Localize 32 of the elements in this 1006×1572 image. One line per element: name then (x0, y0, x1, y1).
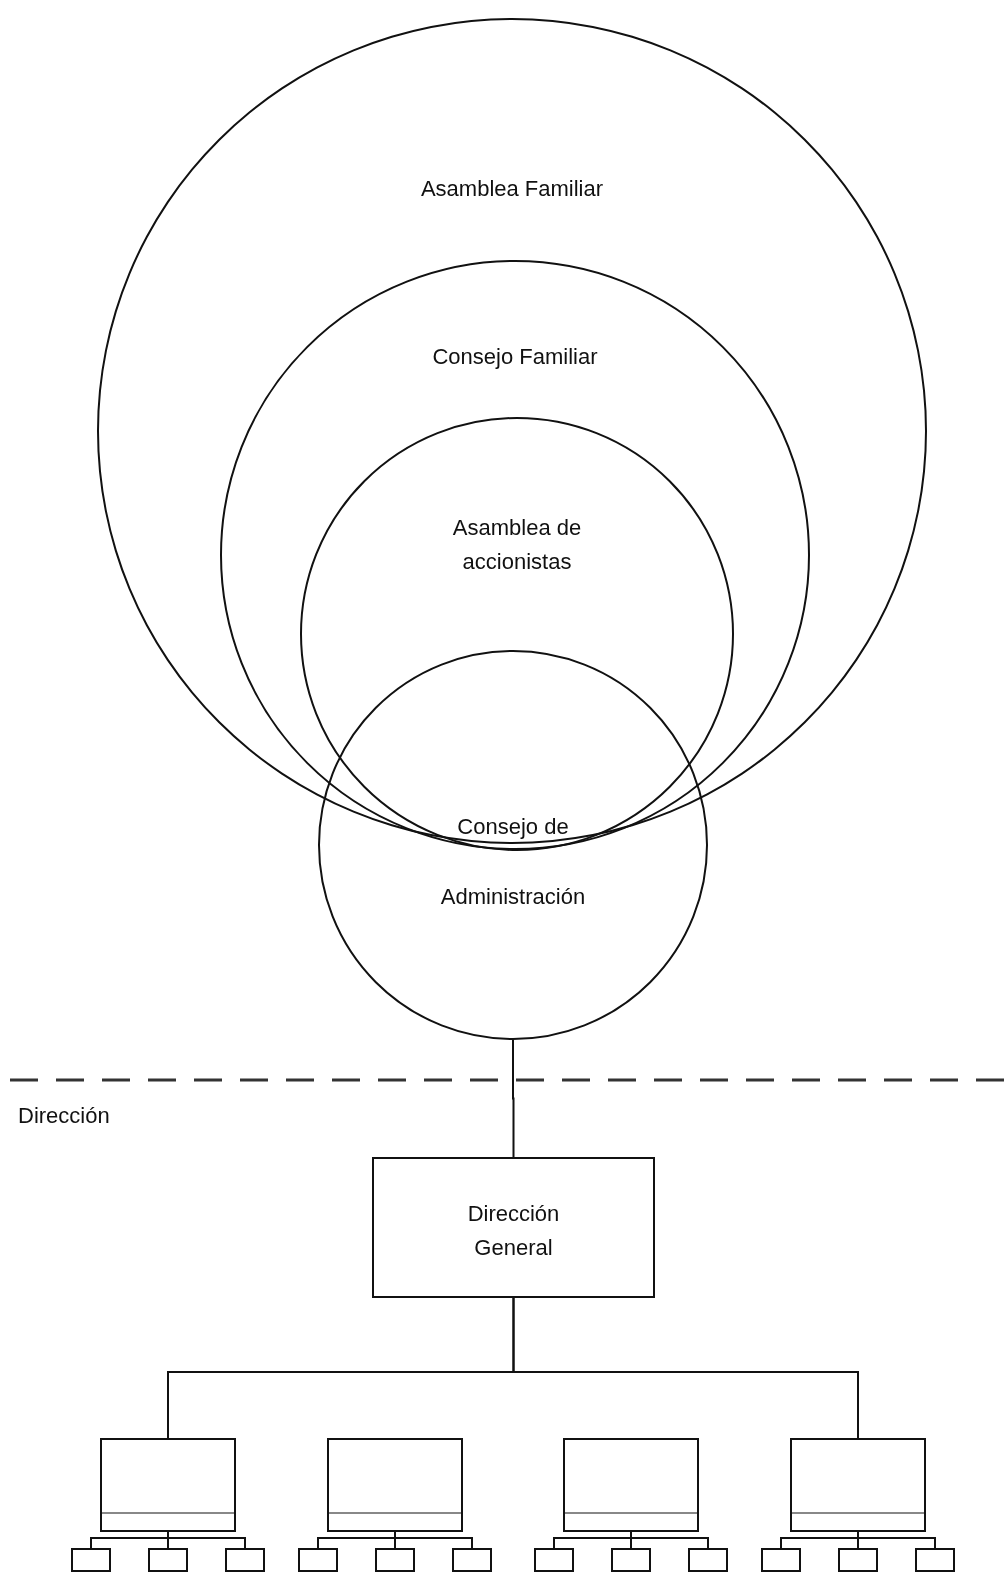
department-box (790, 1438, 926, 1532)
connector-line (857, 1531, 936, 1549)
unit-box (452, 1548, 492, 1572)
unit-box (225, 1548, 265, 1572)
unit-box (611, 1548, 651, 1572)
governance-circle (300, 417, 734, 851)
department-box (100, 1438, 236, 1532)
node-label: Asamblea de accionistas (451, 514, 583, 576)
node-label: Consejo Familiar (431, 343, 599, 371)
connector-line (167, 1531, 246, 1549)
governance-circle (220, 260, 810, 850)
unit-box (688, 1548, 728, 1572)
connector-line (630, 1531, 709, 1549)
node-label: Consejo de Administración (439, 813, 587, 911)
unit-box (298, 1548, 338, 1572)
connector-line (394, 1531, 473, 1549)
governance-circle (318, 650, 708, 1040)
unit-box (915, 1548, 955, 1572)
node-label: Asamblea Familiar (419, 175, 605, 203)
department-box (563, 1438, 699, 1532)
org-box (372, 1157, 655, 1298)
unit-box (71, 1548, 111, 1572)
connector-line (512, 1297, 859, 1439)
unit-box (838, 1548, 878, 1572)
unit-box (375, 1548, 415, 1572)
unit-box (534, 1548, 574, 1572)
section-label: Dirección (18, 1103, 110, 1129)
department-box (327, 1438, 463, 1532)
unit-box (148, 1548, 188, 1572)
node-label: Dirección General (466, 1200, 561, 1262)
unit-box (761, 1548, 801, 1572)
connector-line (512, 1039, 515, 1158)
